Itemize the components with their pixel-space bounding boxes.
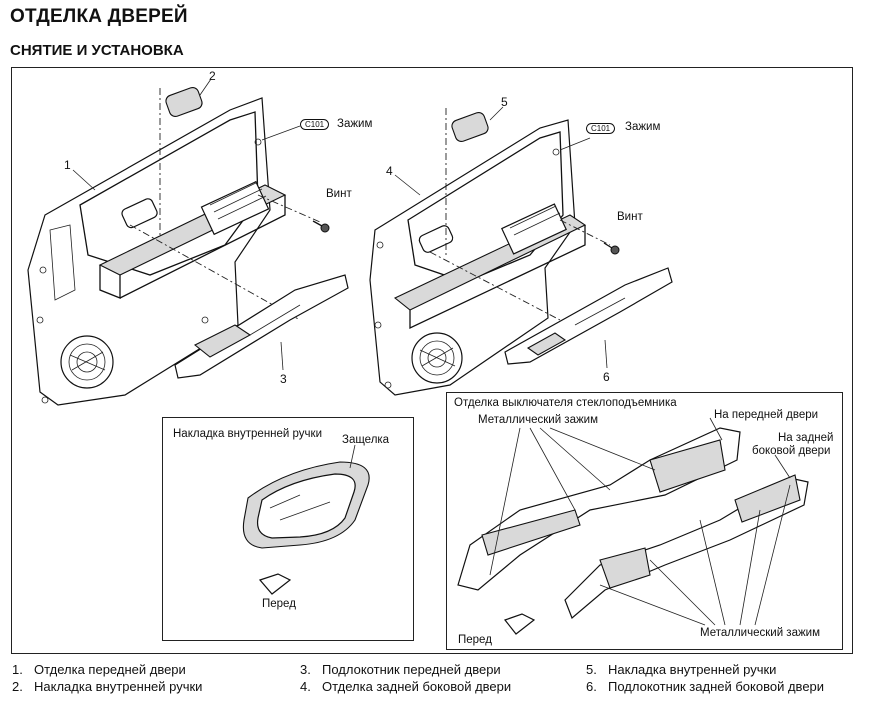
legend-item-2: 2. Накладка внутренней ручки [12,679,202,694]
latch-label: Защелка [342,434,390,446]
legend-text: Накладка внутренней ручки [608,662,777,677]
callout-1: 1 [64,158,71,172]
rear-door-label-line2: боковой двери [752,445,831,457]
legend-number: 1. [12,662,23,677]
page-title: ОТДЕЛКА ДВЕРЕЙ [10,6,188,27]
callout-2: 2 [209,69,216,83]
front-arrow-label-handle: Перед [262,598,296,610]
callout-4: 4 [386,164,393,178]
clip-code-badge-front: C101 [300,119,330,130]
legend-item-4: 4. Отделка задней боковой двери [300,679,511,694]
legend-item-3: 3. Подлокотник передней двери [300,662,501,677]
legend-text: Накладка внутренней ручки [34,679,203,694]
legend-number: 3. [300,662,311,677]
rear-door-label-line1: На задней [778,432,834,444]
legend-text: Отделка задней боковой двери [322,679,512,694]
legend-text: Отделка передней двери [34,662,186,677]
handle-inset-title: Накладка внутренней ручки [173,428,323,440]
rear-door-trim-drawing [369,106,673,396]
screw-label-front: Винт [326,188,352,200]
front-door-label: На передней двери [714,409,819,421]
metal-clip-label-top: Металлический зажим [478,414,599,426]
clip-label-front: Зажим [337,118,373,130]
legend-number: 6. [586,679,597,694]
callout-3: 3 [280,372,287,386]
diagram-frame [11,67,853,654]
switch-trim-drawing [457,417,809,635]
legend-number: 4. [300,679,311,694]
screw-label-rear: Винт [617,211,643,223]
legend-item-5: 5. Накладка внутренней ручки [586,662,776,677]
front-arrow-label-switch: Перед [458,634,492,646]
legend-text: Подлокотник задней боковой двери [608,679,825,694]
legend-number: 2. [12,679,23,694]
handle-inset-box [162,417,414,641]
callout-5: 5 [501,95,508,109]
switch-inset-box [446,392,843,650]
front-door-trim-drawing [27,78,349,406]
section-subtitle: СНЯТИЕ И УСТАНОВКА [10,42,184,59]
callout-6: 6 [603,370,610,384]
legend-item-6: 6. Подлокотник задней боковой двери [586,679,824,694]
handle-escutcheon-drawing [242,444,370,595]
switch-inset-title: Отделка выключателя стеклоподъемника [454,397,677,409]
clip-code-badge-rear: C101 [586,123,616,134]
legend-text: Подлокотник передней двери [322,662,501,677]
legend-item-1: 1. Отделка передней двери [12,662,186,677]
metal-clip-label-bottom: Металлический зажим [700,627,821,639]
clip-label-rear: Зажим [625,121,661,133]
legend-number: 5. [586,662,597,677]
